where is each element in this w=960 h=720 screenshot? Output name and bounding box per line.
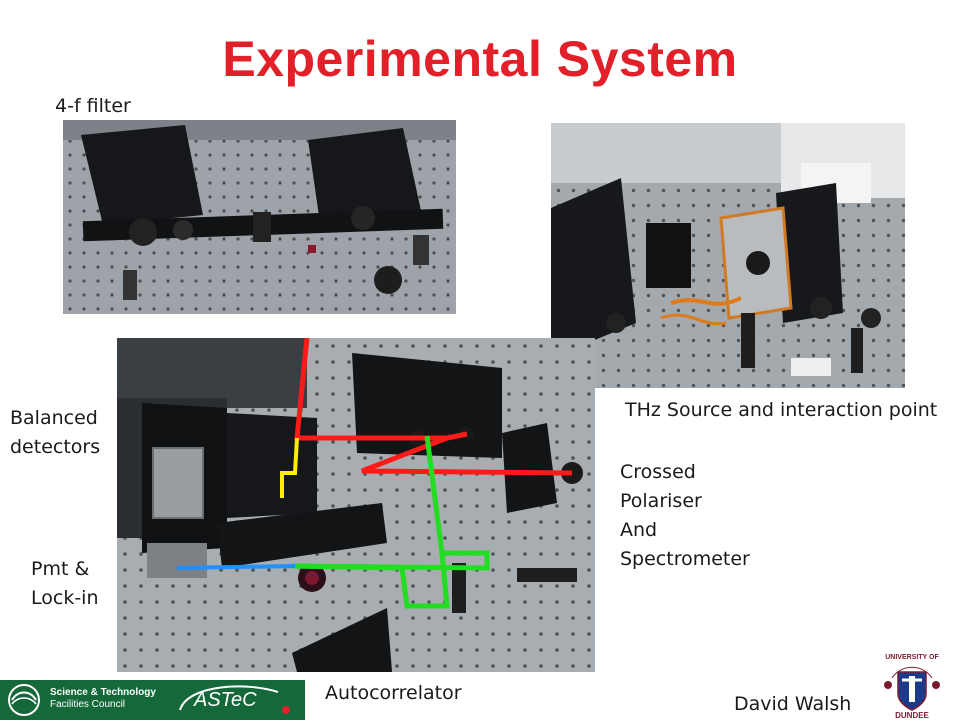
label-balanced-line2: detectors xyxy=(10,436,101,458)
label-pmt-line2: Lock-in xyxy=(31,587,99,609)
label-pmt-lockin: Pmt & Lock-in xyxy=(31,555,121,613)
author-name: David Walsh xyxy=(734,693,852,715)
stfc-logo-line2: Facilities Council xyxy=(50,699,126,710)
slide-title: Experimental System xyxy=(222,31,738,87)
label-balanced-line1: Balanced xyxy=(10,407,98,429)
label-balanced-detectors: Balanced detectors xyxy=(10,404,120,462)
label-crossed-line2: Polariser xyxy=(620,490,702,512)
dundee-crest-icon xyxy=(884,666,940,711)
stfc-logo-line1: Science & Technology xyxy=(50,687,156,698)
label-crossed-polariser: Crossed Polariser And Spectrometer xyxy=(620,458,790,574)
photo-4f-filter xyxy=(63,120,456,314)
dundee-logo: UNIVERSITY OF DUNDEE xyxy=(872,650,952,720)
label-crossed-line1: Crossed xyxy=(620,461,696,483)
dundee-logo-top: UNIVERSITY OF xyxy=(885,654,939,661)
astec-logo-text: ASTeC xyxy=(194,689,257,711)
photo-thz-source xyxy=(551,123,905,388)
stfc-emblem-icon xyxy=(8,684,40,716)
astec-logo: ASTeC xyxy=(168,680,305,720)
label-thz-source: THz Source and interaction point xyxy=(625,399,938,421)
label-crossed-line3: And xyxy=(620,519,658,541)
label-autocorrelator: Autocorrelator xyxy=(325,682,462,704)
stfc-logo: Science & Technology Facilities Council xyxy=(0,680,168,720)
label-4f-filter: 4-f filter xyxy=(55,95,131,117)
photo-main-table xyxy=(117,338,595,672)
dundee-logo-bottom: DUNDEE xyxy=(895,711,929,720)
label-pmt-line1: Pmt & xyxy=(31,558,90,580)
label-crossed-line4: Spectrometer xyxy=(620,548,750,570)
